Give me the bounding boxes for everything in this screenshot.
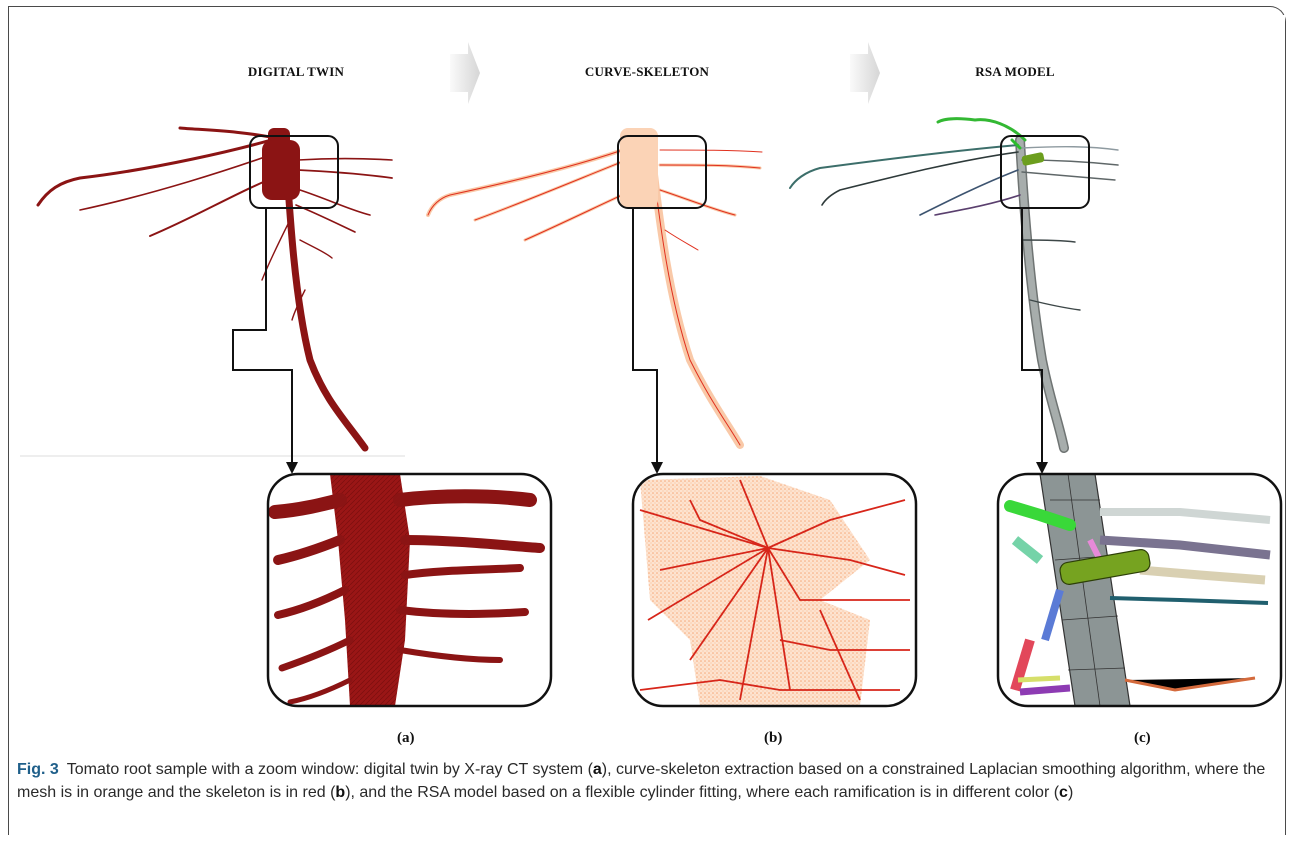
rsa-model-root [790,119,1118,448]
caption-ref-b: b [335,784,345,801]
panel-label-b: (b) [764,730,782,747]
caption-ref-a: a [593,761,602,778]
inset-digital-twin [268,474,551,706]
curve-skeleton-root [428,140,762,445]
caption-text: ) [1068,784,1073,801]
caption-text: ), and the RSA model based on a flexible… [345,784,1059,801]
caption-text: Tomato root sample with a zoom window: d… [67,761,593,778]
panel-label-a: (a) [397,730,415,747]
caption-ref-c: c [1059,784,1068,801]
inset-rsa-model [998,474,1281,706]
figure-label: Fig. 3 [17,761,59,778]
figure-caption: Fig. 3 Tomato root sample with a zoom win… [17,758,1272,804]
inset-curve-skeleton [633,474,916,706]
panel-label-c: (c) [1134,730,1151,747]
